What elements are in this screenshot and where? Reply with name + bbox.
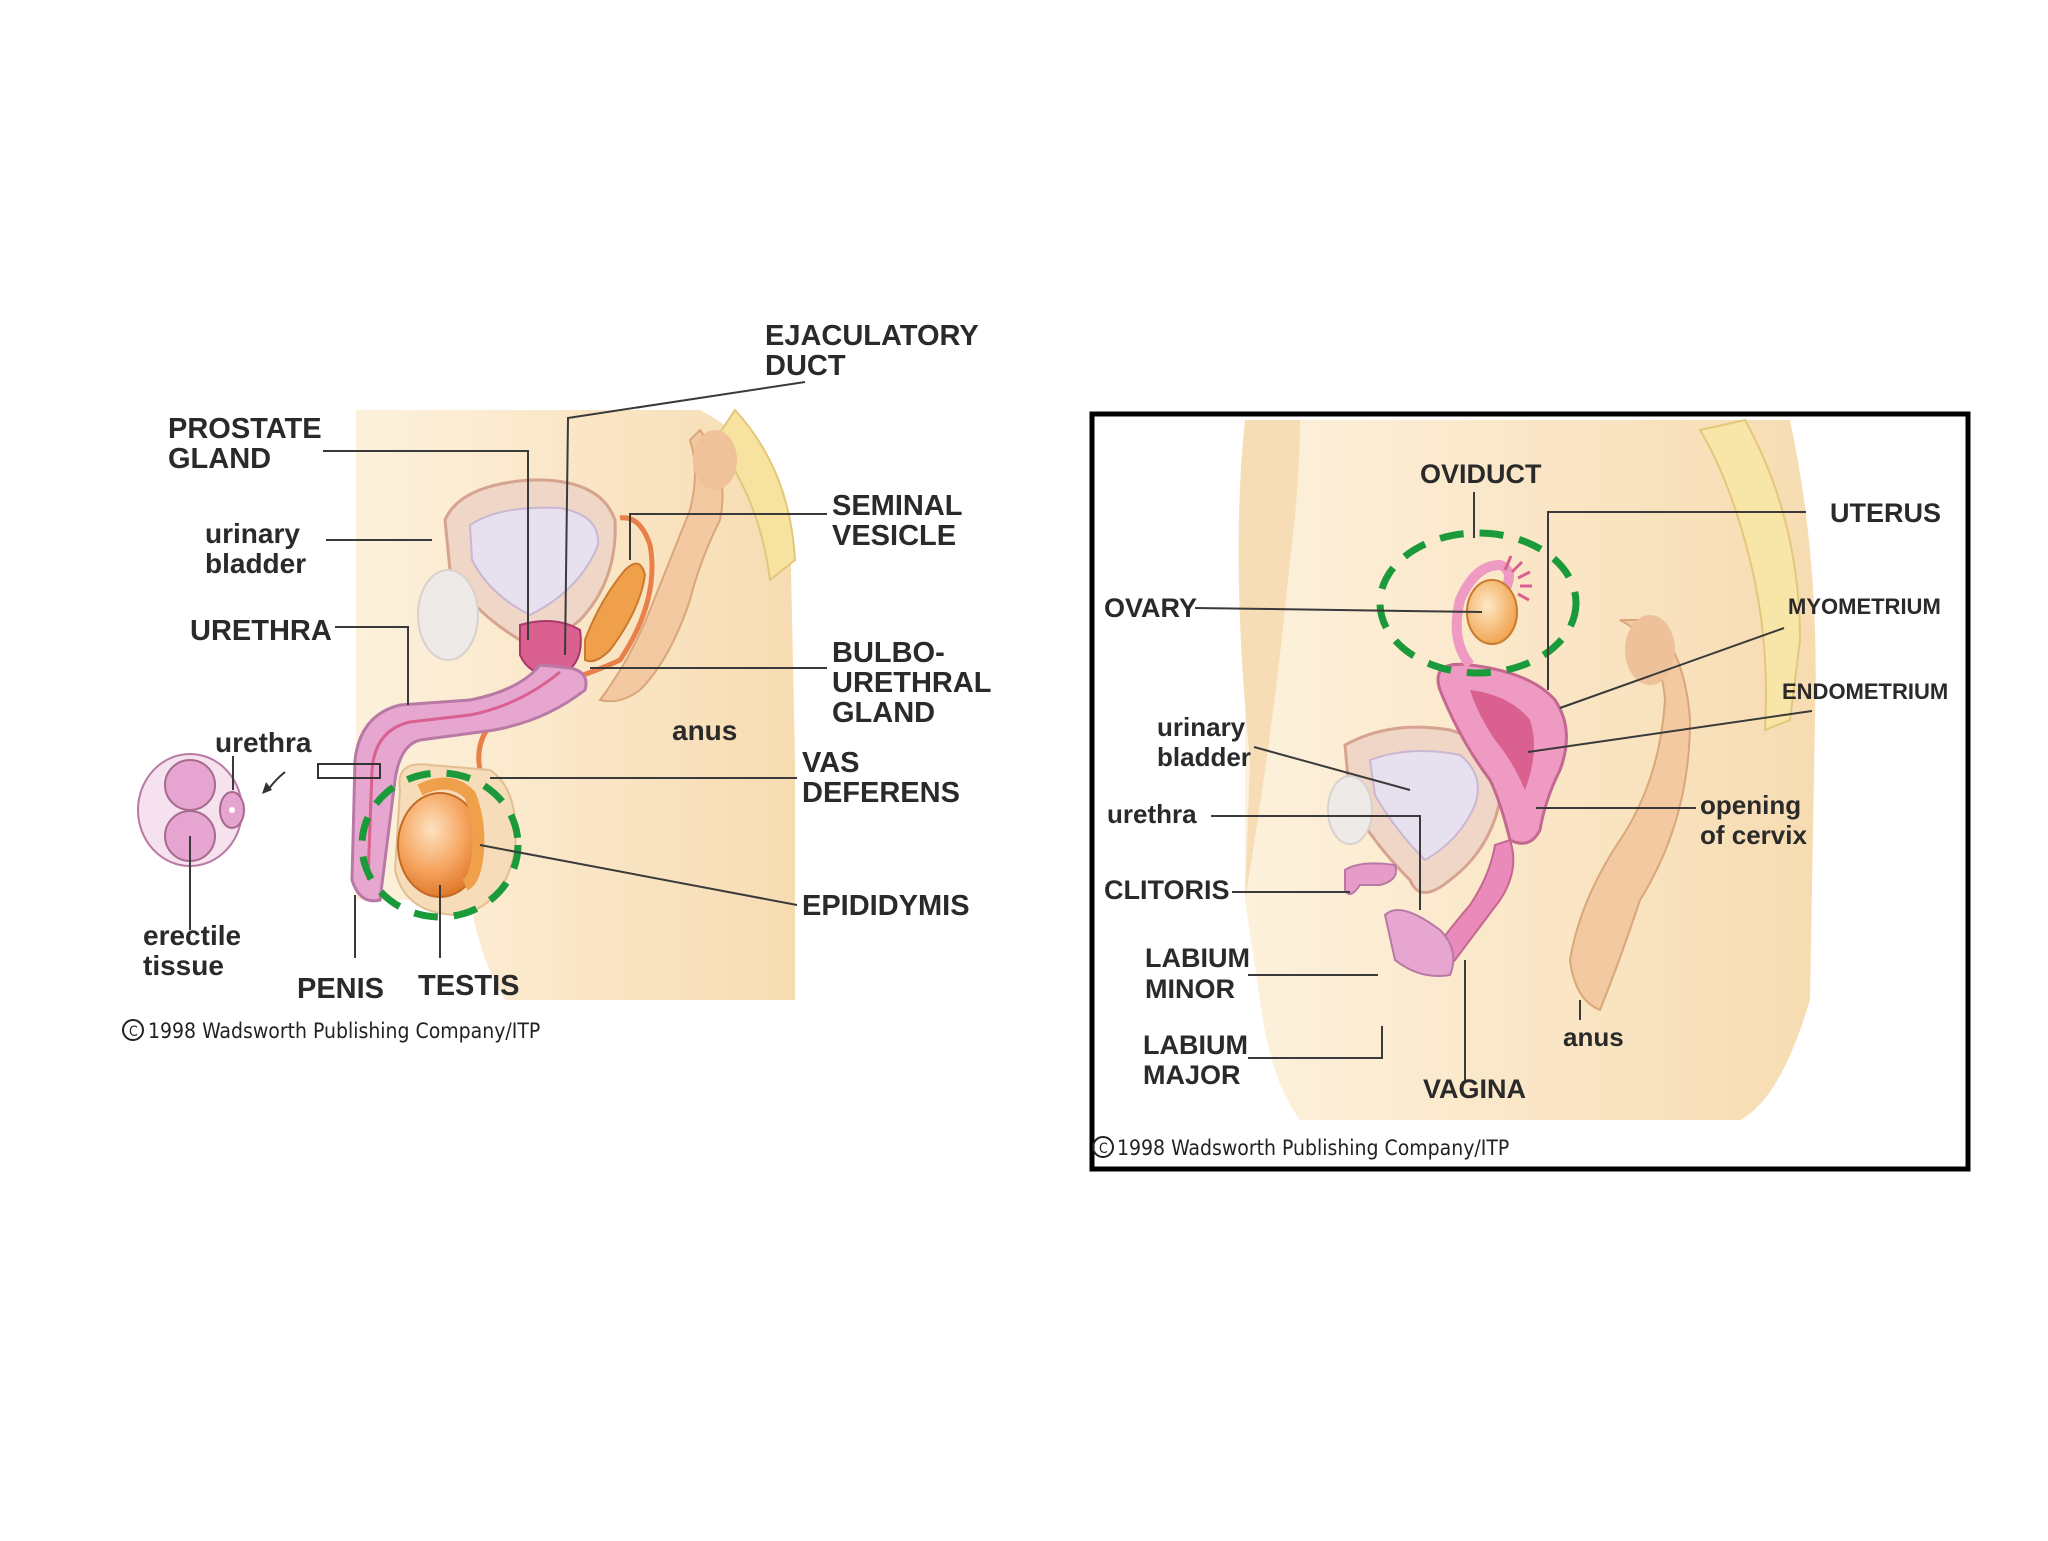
label-vagina: VAGINA bbox=[1423, 1074, 1526, 1104]
label-bulbourethral-gland-3: GLAND bbox=[832, 697, 935, 729]
label-penis: PENIS bbox=[297, 973, 384, 1005]
male-penis-cross-section bbox=[137, 753, 245, 867]
label-labium-major-1: LABIUM bbox=[1143, 1030, 1248, 1060]
leader-ejaculatory-duct bbox=[564, 381, 806, 656]
label-epididymis: EPIDIDYMIS bbox=[802, 890, 970, 922]
female-abdomen-curve bbox=[1238, 420, 1300, 900]
leader-myometrium bbox=[1559, 627, 1785, 709]
male-epididymis bbox=[417, 777, 485, 891]
male-reproductive-diagram: EJACULATORY DUCT PROSTATE GLAND urinary … bbox=[122, 320, 992, 1043]
label-ejaculatory-duct-1: EJACULATORY bbox=[765, 320, 979, 352]
label-labium-minor-2: MINOR bbox=[1145, 974, 1235, 1004]
female-ovary-highlight-circle bbox=[1376, 529, 1580, 677]
female-colon bbox=[1568, 619, 1692, 1012]
male-copyright-text: 1998 Wadsworth Publishing Company/ITP bbox=[148, 1019, 540, 1043]
male-pubic-bone bbox=[417, 569, 479, 661]
leader-seminal-vesicle bbox=[629, 513, 827, 560]
male-cross-section-arrow bbox=[267, 771, 286, 791]
label-oviduct: OVIDUCT bbox=[1420, 459, 1542, 489]
label-anus-male: anus bbox=[672, 715, 737, 746]
male-cross-section-marker bbox=[317, 763, 381, 779]
label-opening-of-cervix-1: opening bbox=[1700, 790, 1801, 820]
female-endometrium-cavity bbox=[1470, 690, 1534, 790]
label-endometrium: ENDOMETRIUM bbox=[1782, 679, 1948, 704]
label-anus-female: anus bbox=[1563, 1022, 1624, 1052]
label-testis: TESTIS bbox=[418, 970, 520, 1002]
label-labium-major-2: MAJOR bbox=[1143, 1060, 1241, 1090]
label-uterus: UTERUS bbox=[1830, 498, 1941, 528]
female-copyright-c: C bbox=[1099, 1141, 1108, 1157]
label-urethra-female: urethra bbox=[1107, 799, 1197, 829]
label-erectile-tissue-1: erectile bbox=[143, 920, 241, 951]
female-spine bbox=[1698, 418, 1802, 732]
leader-epididymis bbox=[479, 844, 798, 906]
male-rectum-top bbox=[693, 430, 737, 490]
label-urethra-upper: URETHRA bbox=[190, 615, 332, 647]
leader-prostate-gland bbox=[323, 450, 529, 640]
leader-labium-major bbox=[1248, 1026, 1383, 1059]
male-cross-section-arrowhead bbox=[262, 782, 272, 794]
leader-ovary bbox=[1194, 607, 1483, 613]
female-copyright-symbol bbox=[1092, 1136, 1114, 1158]
label-urethra-cross: urethra bbox=[215, 727, 312, 758]
label-bulbourethral-gland-2: URETHRAL bbox=[832, 667, 992, 699]
female-bladder-inner bbox=[1368, 750, 1479, 862]
leader-urinary-bladder-female bbox=[1253, 746, 1411, 791]
male-urethra-line bbox=[366, 670, 561, 881]
label-opening-of-cervix-2: of cervix bbox=[1700, 820, 1807, 850]
label-seminal-vesicle-2: VESICLE bbox=[832, 520, 956, 552]
female-pubic-bone bbox=[1327, 775, 1373, 845]
female-clitoris bbox=[1344, 862, 1397, 895]
label-urinary-bladder-1: urinary bbox=[205, 518, 300, 549]
female-labia bbox=[1383, 909, 1455, 977]
male-copyright-symbol bbox=[122, 1019, 144, 1041]
leader-urethra-female bbox=[1211, 815, 1421, 910]
female-copyright-text: 1998 Wadsworth Publishing Company/ITP bbox=[1117, 1136, 1509, 1160]
label-ejaculatory-duct-2: DUCT bbox=[765, 350, 846, 382]
female-fimbriae bbox=[1503, 555, 1532, 602]
female-reproductive-diagram: OVIDUCT OVARY UTERUS MYOMETRIUM ENDOMETR… bbox=[1089, 411, 1971, 1172]
label-urinary-bladder-female-1: urinary bbox=[1157, 712, 1246, 742]
male-penis bbox=[350, 663, 588, 903]
female-colon-top bbox=[1625, 615, 1675, 685]
leader-urethra-upper bbox=[335, 626, 409, 705]
label-erectile-tissue-2: tissue bbox=[143, 950, 224, 981]
label-myometrium: MYOMETRIUM bbox=[1788, 594, 1941, 619]
label-labium-minor-1: LABIUM bbox=[1145, 943, 1250, 973]
female-oviduct bbox=[1451, 559, 1514, 669]
label-vas-deferens-2: DEFERENS bbox=[802, 777, 960, 809]
leader-uterus bbox=[1547, 511, 1806, 690]
male-seminal-vesicle bbox=[584, 562, 647, 663]
label-urinary-bladder-2: bladder bbox=[205, 548, 306, 579]
female-uterus bbox=[1436, 662, 1568, 845]
label-prostate-gland-2: GLAND bbox=[168, 443, 271, 475]
label-urinary-bladder-female-2: bladder bbox=[1157, 742, 1251, 772]
label-seminal-vesicle-1: SEMINAL bbox=[832, 490, 963, 522]
label-prostate-gland-1: PROSTATE bbox=[168, 413, 322, 445]
male-testis-highlight-circle bbox=[358, 769, 522, 921]
male-copyright-c: C bbox=[129, 1024, 138, 1040]
label-clitoris: CLITORIS bbox=[1104, 875, 1230, 905]
label-vas-deferens-1: VAS bbox=[802, 747, 859, 779]
label-bulbourethral-gland-1: BULBO- bbox=[832, 637, 945, 669]
label-ovary: OVARY bbox=[1104, 593, 1197, 623]
leader-endometrium bbox=[1527, 710, 1813, 753]
